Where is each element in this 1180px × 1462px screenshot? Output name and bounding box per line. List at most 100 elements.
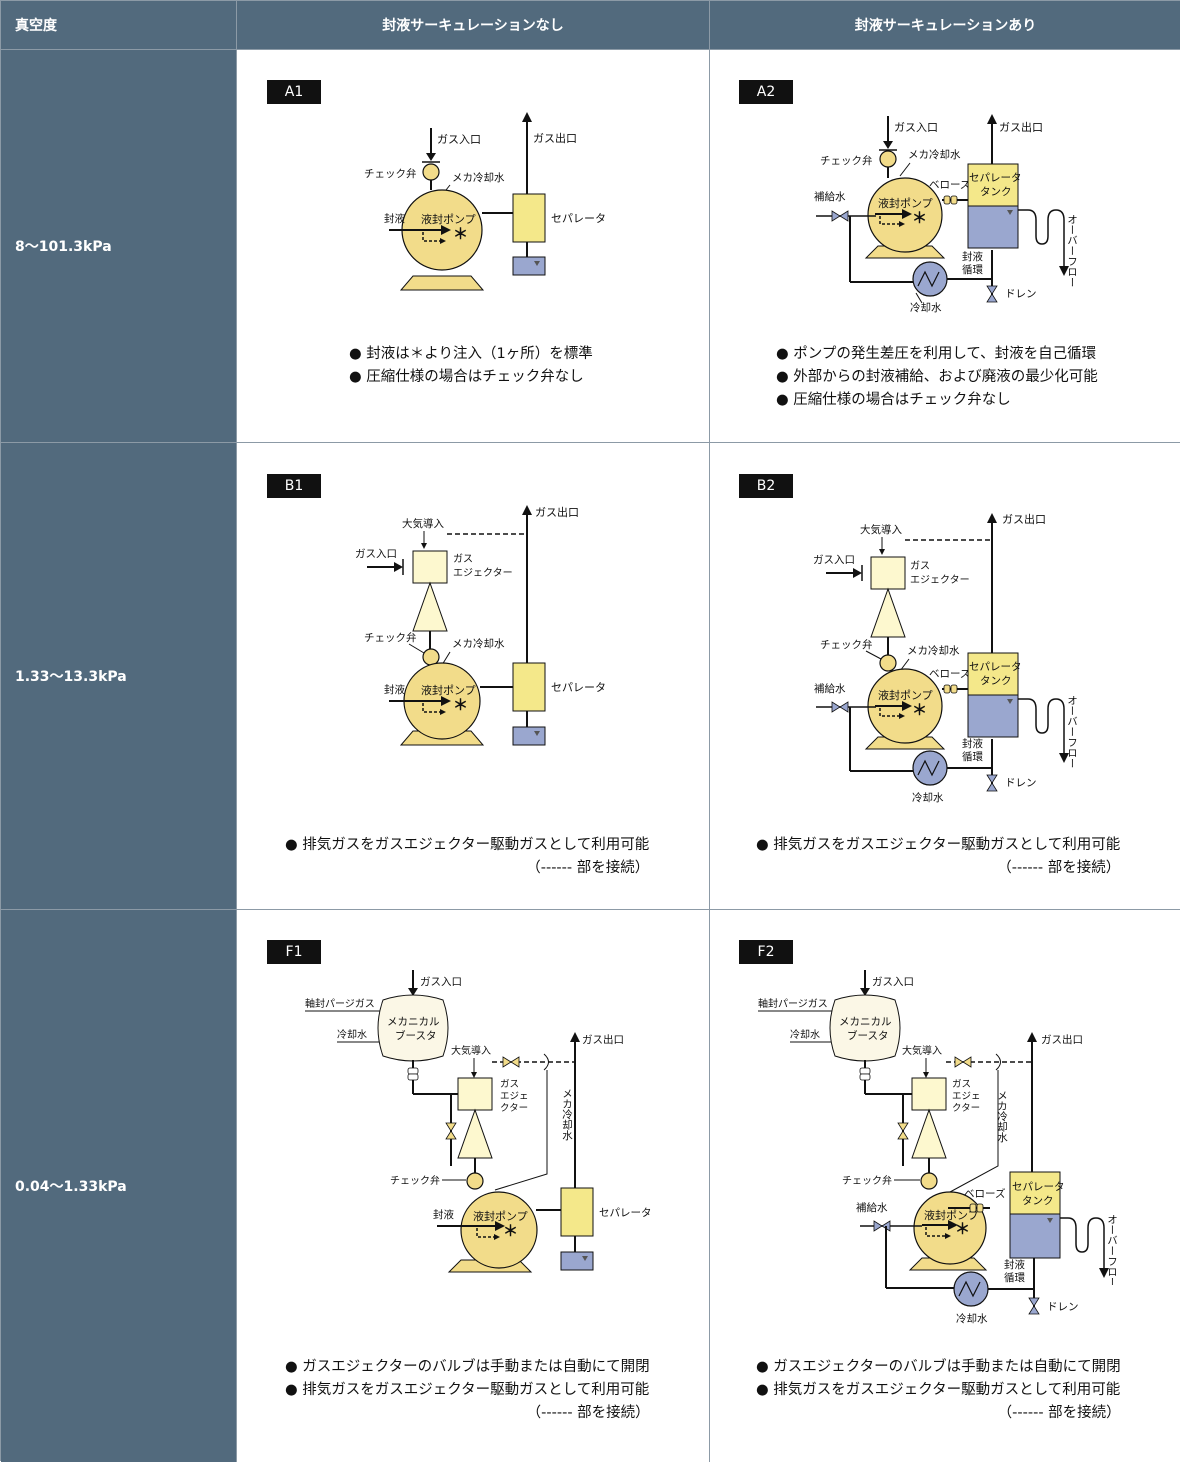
pump-base [399,275,485,291]
diffuser-icon [457,1108,493,1159]
label-pump: 液封ポンプ [421,683,476,697]
label-drain: ドレン [1005,777,1037,789]
row-label-f: 0.04〜1.33kPa [1,909,236,1462]
ejector-icon [911,1077,947,1111]
diagram-f2: ガス入口 軸封パージガス 冷却水 メカニカル ブースタ 大気導入 ガス エジェ … [758,970,1118,1285]
note: ● 排気ガスをガスエジェクター駆動ガスとして利用可能 [756,1382,1121,1398]
label-gas-in: ガス入口 [894,121,938,134]
separator-icon [512,662,546,712]
label-separator: セパレータ [599,1207,652,1219]
label-overflow: オーバーフロー [1106,1214,1118,1285]
label-makeup-water: 補給水 [814,682,846,695]
bellows-icon [407,1073,419,1081]
cell-b1: B1 大気導入 ガス入口 ガス エジェクター チェック弁 メカ冷却水 液封ポンプ… [236,442,709,909]
label-pump: 液封ポンプ [473,1209,528,1223]
notes-a2: ● ポンプの発生差圧を利用して、封液を自己循環 ● 外部からの封液補給、および廃… [776,343,1098,412]
note-sub: （------ 部を接続） [997,860,1121,876]
note: ● ポンプの発生差圧を利用して、封液を自己循環 [776,346,1097,362]
row-label-b: 1.33〜13.3kPa [1,442,236,909]
label-circ: 封液 [1004,1258,1026,1271]
mechanical-booster-icon [829,994,901,1062]
label-seal-liquid: 封液 [384,683,405,696]
note: ● 排気ガスをガスエジェクター駆動ガスとして利用可能 [756,837,1121,853]
label-mech-cooling: メカ冷却水 [452,637,505,650]
bellows-icon [859,1073,871,1081]
diffuser-icon [870,587,906,638]
label-gas-in: ガス入口 [437,133,481,146]
label-booster-2: ブースタ [395,1029,436,1042]
label-mech-cooling: メカ冷却水 [452,171,505,184]
note: ● 圧縮仕様の場合はチェック弁なし [776,392,1011,408]
label-drain: ドレン [1005,288,1037,300]
notes-a1: ● 封液は＊より注入（1ヶ所）を標準 ● 圧縮仕様の場合はチェック弁なし [349,343,593,389]
label-check-valve: チェック弁 [820,638,873,651]
label-sep-tank: セパレータ [969,661,1022,673]
label-booster: メカニカル [387,1016,440,1028]
label-makeup-water: 補給水 [814,190,846,203]
drain-valve-icon [1028,1305,1040,1315]
label-gas-out: ガス出口 [582,1033,624,1046]
label-gas-out: ガス出口 [1002,512,1046,526]
label-circ: 封液 [962,737,983,750]
label-seal-liquid: 封液 [384,212,405,225]
notes-b2: ● 排気ガスをガスエジェクター駆動ガスとして利用可能 （------ 部を接続） [756,834,1120,880]
label-ejector-2: エジェクター [910,574,970,586]
label-ej-f: ガス [952,1079,971,1090]
label-booster-cooling: 冷却水 [337,1028,367,1041]
label-bellows: ベローズ [929,667,970,680]
ejector-valve-icon [897,1130,909,1140]
label-cooling-water: 冷却水 [910,301,942,314]
label-sep-tank: セパレータ [1012,1181,1065,1193]
check-valve-icon [422,163,440,181]
valve-icon [839,701,849,713]
note-sub: （------ 部を接続） [526,1405,650,1421]
heat-exchanger-icon [912,261,948,297]
label-booster-2: ブースタ [847,1029,888,1042]
asterisk: ＊ [453,696,468,714]
label-pump: 液封ポンプ [878,196,933,210]
label-pump: 液封ポンプ [924,1208,979,1222]
label-sep-tank-2: タンク [980,186,1012,198]
check-valve-icon [879,150,897,168]
label-ej-f-3: クター [952,1103,980,1114]
header-with-circulation: 封液サーキュレーションあり [709,1,1180,49]
label-bellows: ベローズ [929,178,970,191]
label-shaft-purge: 軸封パージガス [758,997,828,1010]
label-overflow: オーバーフロー [1066,695,1078,769]
notes-f1: ● ガスエジェクターのバルブは手動または自動にて開閉 ● 排気ガスをガスエジェク… [285,1356,650,1425]
label-air-intake: 大気導入 [451,1044,491,1057]
cell-f1: F1 ガス入口 軸封パージガス 冷却水 メカニカル ブースタ 大気導入 [236,909,709,1462]
row-label-a: 8〜101.3kPa [1,49,236,442]
label-check-valve: チェック弁 [842,1174,892,1187]
bellows-icon [976,1203,984,1213]
label-circ-2: 循環 [962,750,983,763]
label-makeup-water: 補給水 [856,1201,888,1214]
label-gas-out: ガス出口 [999,120,1043,134]
cell-a1: A1 ガス入口 チェック弁 メカ冷却水 液封ポンプ ＊ 封液 [236,49,709,442]
ejector-icon [870,556,906,590]
asterisk: ＊ [453,225,468,243]
separator-icon [512,193,546,243]
label-air-intake: 大気導入 [902,1044,942,1057]
diagram-tag: B2 [739,474,793,498]
label-air-intake: 大気導入 [860,523,902,536]
label-ejector: ガス [910,560,930,572]
diagram-a2: ガス入口 チェック弁 メカ冷却水 液封ポンプ ＊ 補給水 [814,114,1078,314]
separator-tank-icon [967,652,1019,696]
label-circ: 封液 [962,250,983,263]
check-valve-icon [920,1172,938,1190]
drain-valve-icon [986,782,998,792]
label-mech-cooling-vertical: メカ冷却水 [561,1088,573,1141]
diagram-b1: 大気導入 ガス入口 ガス エジェクター チェック弁 メカ冷却水 液封ポンプ ＊ … [355,505,606,746]
bellows-icon [950,684,958,694]
note: ● 圧縮仕様の場合はチェック弁なし [349,369,584,385]
mechanical-booster-icon [377,994,449,1062]
separator-icon [560,1187,594,1237]
cell-a2: A2 ガス入口 チェック弁 メカ冷却水 液封ポンプ ＊ 補給水 [709,49,1180,442]
diffuser-icon [911,1108,947,1159]
drain-valve-icon [986,293,998,303]
cell-b2: B2 大気導入 ガス入口 ガス エジェクター チェック弁 メカ冷却水 液封ポンプ… [709,442,1180,909]
ejector-valve-icon [445,1130,457,1140]
diagram-tag: A2 [739,80,793,104]
label-ej-f: ガス [500,1079,519,1090]
